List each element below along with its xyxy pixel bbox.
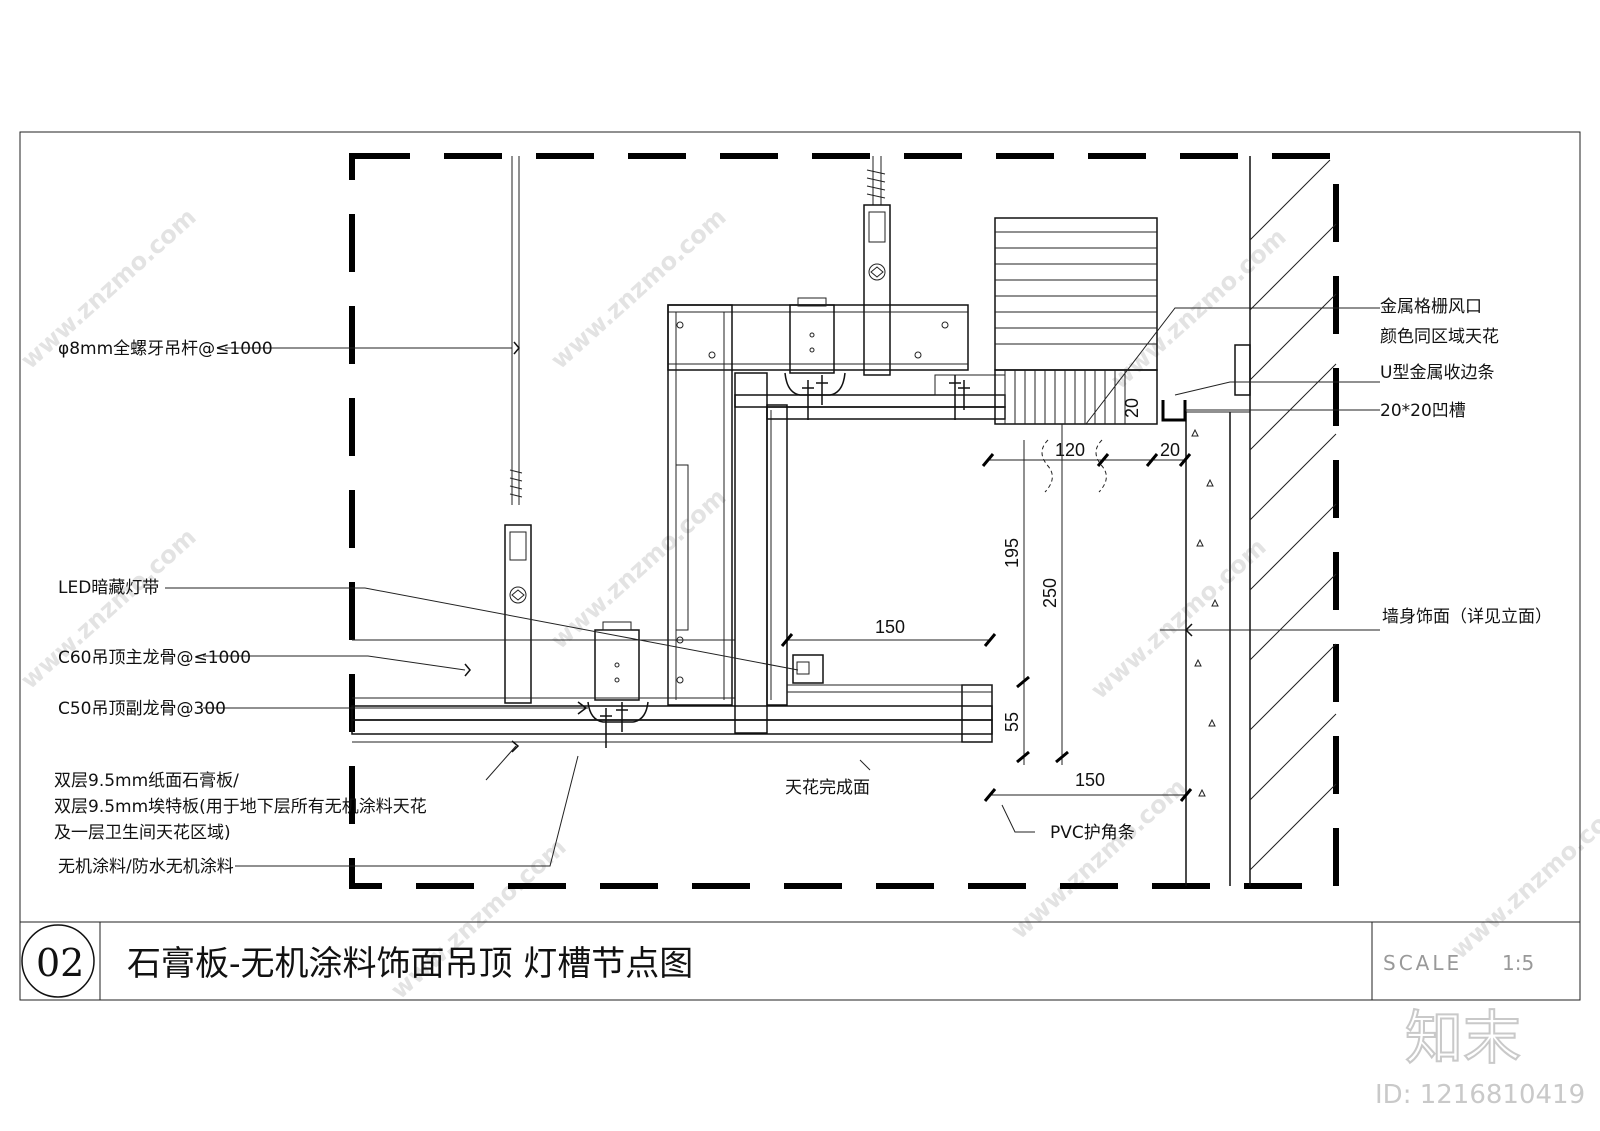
label-ceiling-finish: 天花完成面 — [785, 778, 870, 798]
grille-vent — [994, 217, 1158, 493]
label-groove: 20*20凹槽 — [1380, 401, 1466, 421]
watermark-text: www.znzmo.com — [1105, 223, 1291, 395]
watermark-text: www.znzmo.com — [545, 203, 731, 375]
label-c60: C60吊顶主龙骨@≤1000 — [58, 648, 251, 668]
dim-55: 55 — [1002, 712, 1022, 732]
label-paint: 无机涂料/防水无机涂料 — [58, 857, 234, 877]
annotations: φ8mm全螺牙吊杆@≤1000 LED暗藏灯带 C60吊顶主龙骨@≤1000 C… — [54, 297, 1552, 877]
label-grille-2: 颜色同区域天花 — [1380, 327, 1499, 347]
brand-logo: 知末 — [1405, 1004, 1521, 1072]
brand-watermark: 知末 ID: 1216810419 — [1375, 1003, 1585, 1110]
watermark-text: www.znzmo.com — [1005, 773, 1191, 945]
label-u-trim: U型金属收边条 — [1380, 363, 1494, 383]
dimensions: 120 20 20 195 250 55 150 150 — [780, 398, 1193, 802]
label-led: LED暗藏灯带 — [58, 578, 159, 598]
dim-20-v: 20 — [1122, 398, 1142, 418]
dim-250: 250 — [1040, 578, 1060, 608]
label-board-3: 及一层卫生间天花区域) — [54, 823, 231, 843]
label-grille-1: 金属格栅风口 — [1380, 297, 1482, 317]
watermark-text: www.znzmo.com — [1445, 793, 1600, 965]
watermark-text: www.znzmo.com — [545, 483, 731, 655]
label-rod: φ8mm全螺牙吊杆@≤1000 — [58, 339, 273, 359]
detail-boundary — [349, 153, 1339, 889]
label-pvc: PVC护角条 — [1050, 823, 1135, 843]
watermark-text: www.znzmo.com — [1085, 533, 1271, 705]
dim-150-top: 150 — [875, 617, 905, 637]
dim-195: 195 — [1002, 538, 1022, 568]
ceiling-structure — [351, 156, 1006, 748]
watermark-text: www.znzmo.com — [15, 523, 201, 695]
label-board-1: 双层9.5mm纸面石膏板/ — [54, 770, 239, 791]
sheet-frame — [19, 131, 1581, 1001]
label-wall: 墙身饰面（详见立面） — [1382, 607, 1552, 627]
dim-120: 120 — [1055, 440, 1085, 460]
drawing-title: 石膏板-无机涂料饰面吊顶 灯槽节点图 — [127, 944, 693, 984]
leaders — [165, 307, 1380, 867]
scale-label: SCALE — [1383, 951, 1462, 975]
dim-20-h: 20 — [1160, 440, 1180, 460]
dim-150-bottom: 150 — [1075, 770, 1105, 790]
scale-value: 1:5 — [1502, 951, 1534, 975]
title-block: 02 石膏板-无机涂料饰面吊顶 灯槽节点图 SCALE 1:5 — [21, 922, 1534, 1000]
drawing-id: ID: 1216810419 — [1375, 1080, 1585, 1110]
detail-number: 02 — [36, 941, 84, 985]
label-c50: C50吊顶副龙骨@300 — [58, 699, 226, 719]
wall-section — [1161, 156, 1337, 886]
label-board-2: 双层9.5mm埃特板(用于地下层所有无机涂料天花 — [54, 797, 427, 817]
